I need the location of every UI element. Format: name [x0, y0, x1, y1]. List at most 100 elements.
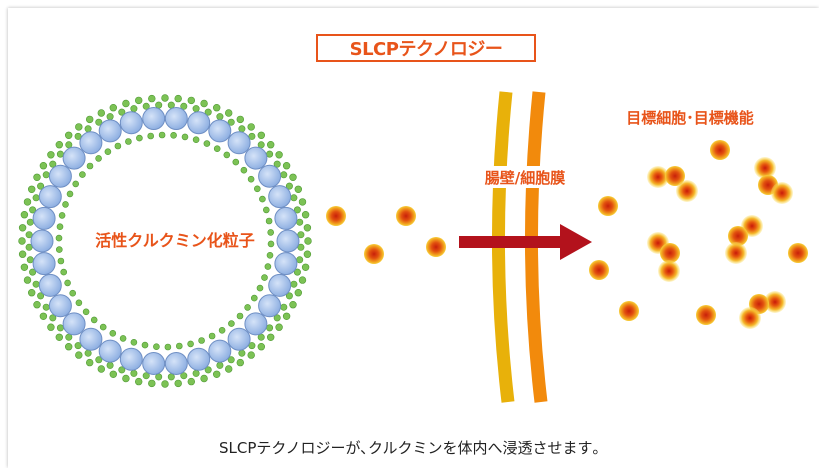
- lipid-head-bead: [208, 339, 232, 363]
- lipid-head-bead: [276, 229, 300, 253]
- lipid-tail-dot: [304, 237, 312, 245]
- lipid-tail-dot: [232, 158, 240, 166]
- lipid-tail-dot: [25, 231, 33, 239]
- lipid-tail-dot: [135, 96, 143, 105]
- lipid-tail-dot: [174, 379, 182, 388]
- lipid-tail-dot: [161, 380, 169, 388]
- lipid-tail-dot: [161, 94, 169, 102]
- lipid-tail-dot: [204, 366, 212, 374]
- lipid-tail-dot: [164, 343, 172, 351]
- lipid-head-bead: [164, 107, 188, 130]
- lipid-tail-dot: [49, 160, 57, 168]
- lipid-tail-dot: [148, 379, 156, 388]
- lipid-tail-dot: [74, 342, 82, 350]
- lipid-head-bead: [142, 107, 166, 130]
- lipid-tail-dot: [266, 324, 274, 332]
- lipid-tail-dot: [225, 365, 233, 373]
- lipid-tail-dot: [198, 337, 205, 344]
- lipid-tail-dot: [18, 224, 27, 232]
- lipid-tail-dot: [28, 289, 36, 297]
- lipid-head-bead: [32, 252, 56, 276]
- lipid-head-bead: [258, 294, 282, 318]
- lipid-tail-dot: [64, 343, 73, 351]
- membrane-label: 腸壁/細胞膜: [485, 169, 565, 187]
- target-particle: [788, 243, 808, 263]
- lipid-tail-dot: [25, 243, 33, 251]
- lipid-tail-dot: [75, 123, 83, 131]
- lipid-tail-dot: [216, 361, 224, 369]
- target-particle-glow: [676, 180, 698, 202]
- lipid-tail-dot: [180, 372, 188, 380]
- lipid-tail-dot: [57, 257, 65, 265]
- lipid-tail-dot: [109, 370, 118, 378]
- lipid-tail-dot: [47, 323, 55, 331]
- lipid-tail-dot: [174, 94, 182, 103]
- lipid-tail-dot: [294, 289, 302, 297]
- lipid-tail-dot: [187, 377, 196, 386]
- lipid-tail-dot: [136, 134, 143, 142]
- target-particle: [710, 140, 730, 160]
- lipid-tail-dot: [293, 268, 301, 276]
- lipid-head-bead: [38, 185, 62, 209]
- lipid-tail-dot: [55, 246, 63, 253]
- lipid-head-bead: [79, 327, 103, 351]
- lipid-tail-dot: [213, 145, 221, 152]
- lipid-tail-dot: [187, 340, 194, 348]
- lipid-tail-dot: [238, 125, 246, 133]
- lipid-tail-dot: [85, 358, 94, 367]
- target-particle-glow: [739, 307, 761, 329]
- lipid-tail-dot: [265, 217, 273, 225]
- lipid-head-bead: [62, 146, 86, 170]
- free-particle: [396, 206, 416, 226]
- target-particle: [696, 305, 716, 325]
- lipid-tail-dot: [106, 113, 114, 121]
- lipid-tail-dot: [106, 361, 114, 369]
- lipid-tail-dot: [39, 162, 48, 170]
- lipid-tail-dot: [267, 141, 275, 149]
- lipid-tail-dot: [66, 190, 74, 198]
- lipid-tail-dot: [294, 185, 302, 194]
- target-particle: [665, 166, 685, 186]
- lipid-tail-dot: [298, 198, 307, 206]
- lipid-tail-dot: [289, 301, 297, 309]
- lipid-head-bead: [48, 294, 72, 318]
- lipid-tail-dot: [200, 374, 208, 383]
- lipid-tail-dot: [95, 155, 102, 162]
- lipid-tail-dot: [256, 284, 264, 292]
- lipid-head-bead: [98, 339, 122, 363]
- lipid-tail-dot: [29, 206, 37, 214]
- lipid-tail-dot: [247, 123, 255, 131]
- lipid-tail-dot: [109, 329, 117, 337]
- lipid-head-bead: [227, 327, 251, 351]
- lipid-head-bead: [164, 352, 188, 375]
- lipid-tail-dot: [75, 299, 83, 307]
- lipid-tail-dot: [253, 185, 261, 193]
- lipid-tail-dot: [33, 301, 41, 309]
- lipid-tail-dot: [84, 349, 92, 357]
- lipid-tail-dot: [275, 323, 283, 331]
- lipid-head-bead: [268, 185, 292, 209]
- lipid-tail-dot: [28, 185, 36, 194]
- lipid-tail-dot: [26, 218, 34, 226]
- lipid-head-bead: [38, 273, 62, 297]
- target-particle-glow: [754, 157, 776, 179]
- lipid-tail-dot: [282, 312, 291, 320]
- lipid-tail-dot: [208, 332, 216, 340]
- lipid-tail-dot: [97, 109, 106, 117]
- lipid-tail-dot: [82, 308, 90, 316]
- lipid-tail-dot: [95, 118, 103, 126]
- lipid-tail-dot: [60, 268, 68, 276]
- lipid-tail-dot: [84, 125, 92, 133]
- lipid-tail-dot: [267, 240, 275, 248]
- lipid-tail-dot: [55, 141, 63, 149]
- lipid-tail-dot: [55, 234, 63, 242]
- lipid-tail-dot: [56, 324, 64, 332]
- lipid-tail-dot: [85, 115, 94, 124]
- lipid-head-bead: [227, 131, 251, 155]
- lipid-head-bead: [119, 347, 143, 371]
- lipid-tail-dot: [97, 365, 106, 373]
- lipid-tail-dot: [257, 131, 265, 140]
- lipid-head-bead: [274, 206, 298, 230]
- lipid-tail-dot: [192, 136, 200, 143]
